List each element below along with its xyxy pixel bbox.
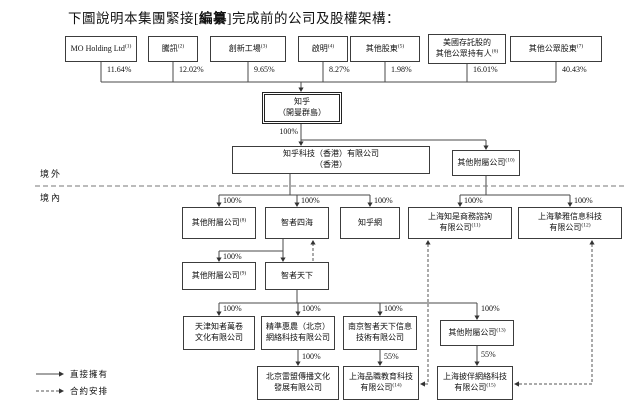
company-box-other-subsidiaries-8: 其他附屬公司(8): [182, 207, 256, 239]
company-box-shanghai-zhishi: 上海知是商務諮詢有限公司(11): [408, 207, 512, 239]
pct-mo-holding: 11.64%: [107, 65, 132, 74]
pct-qiming: 8.27%: [329, 65, 350, 74]
pct-zhizhe-sihai: 100%: [301, 196, 320, 205]
pct-other-sub-8: 100%: [223, 196, 242, 205]
company-box-zhihu-hk: 知乎科技（香港）有限公司（香港）: [232, 146, 430, 174]
pct-other-shareholders: 1.98%: [391, 65, 412, 74]
company-box-jingzhun-huinong: 精準惠農（北京）網絡科技有限公司: [261, 316, 335, 350]
company-box-shanghai-pinzhi: 上海品職教育科技有限公司(14): [343, 366, 419, 400]
pct-zhihu-wang: 100%: [374, 196, 393, 205]
pct-shanghai-piban: 55%: [481, 350, 496, 359]
pct-innovation-works: 9.65%: [254, 65, 275, 74]
shareholder-box-tencent: 騰訊(2): [148, 36, 198, 62]
region-label-onshore: 境內: [40, 193, 63, 203]
pct-shanghai-zhishi: 100%: [464, 196, 483, 205]
pct-ads-public-holders: 16.01%: [473, 65, 498, 74]
company-box-zhizhe-sihai: 智者四海: [265, 207, 329, 239]
pct-nanjing-zhizhe: 100%: [384, 304, 403, 313]
company-box-tianjin-wanjuan: 天津知者萬卷文化有限公司: [183, 316, 255, 350]
company-box-beijing-leimeng: 北京雷盟傳播文化發展有限公司: [257, 366, 339, 400]
legend-direct-ownership: 直接擁有: [70, 369, 109, 379]
shareholder-box-ads-public-holders: 美國存託股的其他公眾持有人(6): [428, 34, 506, 64]
pct-shanghai-zhiya: 100%: [574, 196, 593, 205]
diagram-title: 下圖說明本集團緊接[編纂]完成前的公司及股權架構：: [68, 11, 400, 26]
company-box-zhihu-cayman: 知乎（開曼群島）: [262, 92, 342, 124]
pct-shanghai-pinzhi: 55%: [384, 352, 399, 361]
shareholder-box-innovation-works: 創新工場(3): [210, 36, 286, 62]
shareholder-box-other-shareholders: 其他股東(5): [350, 36, 420, 62]
pct-other-public: 40.43%: [562, 65, 587, 74]
pct-beijing-leimeng: 100%: [302, 352, 321, 361]
company-box-other-subsidiaries-13: 其他附屬公司(13): [440, 320, 514, 346]
company-box-other-subsidiaries-offshore: 其他附屬公司(10): [452, 150, 520, 176]
legend-contractual-arrangement: 合約安排: [70, 386, 109, 396]
company-box-nanjing-zhizhe: 南京智者天下信息技術有限公司: [343, 316, 417, 350]
shareholder-box-other-public: 其他公眾股東(7): [510, 36, 602, 62]
pct-tianjin-wanjuan: 100%: [223, 304, 242, 313]
pct-other-sub-9: 100%: [223, 252, 242, 261]
pct-cayman-to-hk: 100%: [279, 127, 298, 136]
pct-jingzhun-huinong: 100%: [302, 304, 321, 313]
company-box-shanghai-piban: 上海披伴網絡科技有限公司(15): [437, 366, 513, 400]
company-box-zhihu-wang: 知乎網: [340, 207, 400, 239]
company-box-zhizhe-tianxia: 智者天下: [265, 262, 329, 290]
shareholder-box-qiming: 啟明(4): [298, 36, 348, 62]
company-box-shanghai-zhiya: 上海摯雅信息科技有限公司(12): [518, 207, 622, 239]
region-label-offshore: 境外: [40, 169, 63, 179]
pct-other-sub-13: 100%: [481, 304, 500, 313]
pct-tencent: 12.02%: [179, 65, 204, 74]
company-box-other-subsidiaries-9: 其他附屬公司(9): [182, 262, 256, 290]
shareholder-box-mo-holding: MO Holding Ltd(1): [65, 36, 137, 62]
